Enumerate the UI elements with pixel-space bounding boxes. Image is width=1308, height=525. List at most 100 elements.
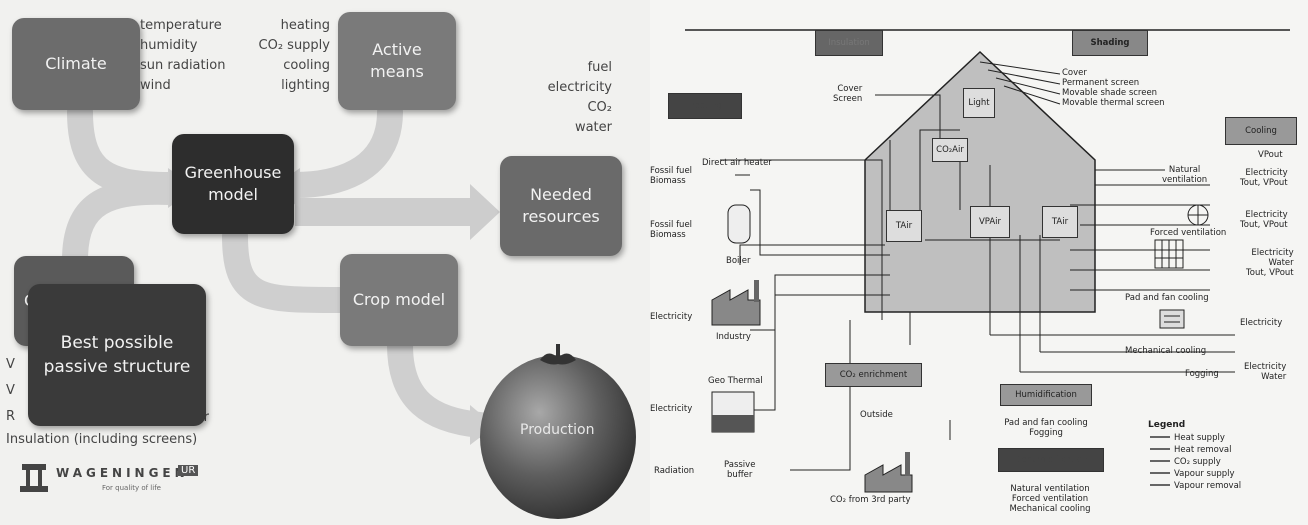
humidification-items: Pad and fan cooling Fogging <box>1000 418 1092 438</box>
needed-resources-box: Needed resources <box>500 156 622 256</box>
greenhouse-outline <box>864 50 1096 313</box>
crop-model-box: Crop model <box>340 254 458 346</box>
mechanical-cooling-label: Mechanical cooling <box>1125 346 1207 356</box>
legend-item-1: Heat supply <box>1174 433 1225 443</box>
dehumid-item-1: Natural ventilation <box>1010 484 1090 494</box>
partial-2: V <box>6 383 15 398</box>
active-factor-1: heating <box>280 18 330 33</box>
dehumid-item-2: Forced ventilation <box>1011 494 1089 504</box>
shading-header: Shading <box>1072 30 1148 56</box>
co2air-box: CO₂Air <box>932 138 968 162</box>
arrow-passive-greenhouse <box>62 178 183 273</box>
active-factor-2: CO₂ supply <box>258 38 330 53</box>
logo-text: WAGENINGEN <box>56 466 189 480</box>
arrow-crop-production <box>387 332 493 438</box>
active-factor-4: lighting <box>281 78 330 93</box>
shading-item-1: Cover <box>1062 68 1087 78</box>
cooling-header: Cooling <box>1225 117 1297 145</box>
outside-label: Outside <box>860 410 893 420</box>
electricity-water-label: Electricity Water <box>1244 362 1287 382</box>
arrow-active-greenhouse <box>282 99 403 198</box>
crop-model-label: Crop model <box>352 290 446 309</box>
legend-items: Heat supply Heat removal CO₂ supply Vapo… <box>1174 432 1241 492</box>
fossil-fuel-1: Fossil fuel Biomass <box>650 166 693 186</box>
resource-2: electricity <box>547 80 612 95</box>
shading-item-4: Movable thermal screen <box>1062 98 1165 108</box>
resources-list: fuel electricity CO₂ water <box>520 58 612 138</box>
partial-3: R <box>6 409 16 424</box>
pad-fan-label: Pad and fan cooling <box>1125 293 1209 303</box>
humid-item-1: Pad and fan cooling <box>1004 418 1088 428</box>
legend-item-2: Heat removal <box>1174 445 1232 455</box>
fogging-label: Fogging <box>1185 369 1219 379</box>
climate-factor-3: sun radiation <box>140 58 226 73</box>
right-panel-system-schematic: Insulation Shading Heating Cooling CO₂ e… <box>650 0 1308 525</box>
shading-items: Cover Permanent screen Movable shade scr… <box>1062 68 1165 108</box>
legend-item-5: Vapour removal <box>1174 481 1242 491</box>
radiation-label: Radiation <box>654 466 695 476</box>
passive-structure-box: Best possible passive structure <box>28 284 206 426</box>
concept-arrows <box>62 99 500 445</box>
insulation-text: Insulation (including screens) <box>6 432 198 447</box>
logo-subtitle: For quality of life <box>102 484 161 492</box>
heating-header: Heating <box>668 93 742 119</box>
arrow-greenhouse-crop <box>222 223 353 313</box>
co2-third-party-label: CO₂ from 3rd party <box>830 495 911 505</box>
climate-factor-2: humidity <box>140 38 198 53</box>
resource-3: CO₂ <box>587 100 612 115</box>
production-label: Production <box>520 422 595 438</box>
wageningen-logo: WAGENINGEN UR For quality of life <box>16 460 206 500</box>
electricity-label-1: Electricity <box>650 312 693 322</box>
left-panel-greenhouse-concept: Climate temperature humidity sun radiati… <box>0 0 650 525</box>
humid-item-2: Fogging <box>1029 428 1063 438</box>
shading-item-3: Movable shade screen <box>1062 88 1158 98</box>
resource-4: water <box>574 120 612 135</box>
climate-box: Climate <box>12 18 140 110</box>
climate-factor-1: temperature <box>140 18 222 33</box>
schematic-lines <box>685 29 1290 493</box>
direct-heater-label: Direct air heater <box>702 158 772 168</box>
arrow-greenhouse-needed <box>295 184 500 240</box>
electricity-label-2: Electricity <box>650 404 693 414</box>
logo-icon <box>20 464 48 492</box>
resource-1: fuel <box>587 60 612 75</box>
partial-1: V <box>6 357 15 372</box>
dehumid-item-3: Mechanical cooling <box>1009 504 1091 514</box>
partial-list: V V R <box>6 352 15 430</box>
greenhouse-model-label: Greenhouse model <box>184 163 282 204</box>
natural-ventilation-label: Natural ventilation <box>1162 165 1208 185</box>
cooling-output-4: Electricity Water Tout, VPout <box>1246 248 1294 278</box>
legend-title: Legend <box>1148 420 1186 430</box>
fossil-fuel-2: Fossil fuel Biomass <box>650 220 693 240</box>
cooling-output-1: VPout <box>1258 150 1283 160</box>
tomato-illustration <box>480 344 636 519</box>
forced-ventilation-label: Forced ventilation <box>1150 228 1227 238</box>
cooling-output-3: Electricity Tout, VPout <box>1240 210 1288 230</box>
climate-label: Climate <box>45 54 107 73</box>
greenhouse-model-box: Greenhouse model <box>172 134 294 234</box>
active-means-label: Active means <box>370 40 424 81</box>
co2-enrichment-header: CO₂ enrichment <box>825 363 922 387</box>
tair-box-right: TAir <box>1042 206 1078 238</box>
industry-label: Industry <box>716 332 751 342</box>
active-means-box: Active means <box>338 12 456 110</box>
active-factors: heating CO₂ supply cooling lighting <box>258 16 330 96</box>
dehumidification-items: Natural ventilation Forced ventilation M… <box>998 484 1102 514</box>
legend-item-4: Vapour supply <box>1174 469 1235 479</box>
dehumidification-header: Dehumidification <box>998 448 1104 472</box>
insulation-header: Insulation <box>815 30 883 56</box>
tair-box-left: TAir <box>886 210 922 242</box>
boiler-label: Boiler <box>726 256 751 266</box>
needed-resources-label: Needed resources <box>522 185 600 226</box>
geothermal-label: Geo Thermal <box>708 376 763 386</box>
passive-buffer-label: Passive buffer <box>724 460 756 480</box>
cover-screen-label: Cover Screen <box>833 84 863 104</box>
cooling-output-2: Electricity Tout, VPout <box>1240 168 1288 188</box>
legend-item-3: CO₂ supply <box>1174 457 1221 467</box>
shading-item-2: Permanent screen <box>1062 78 1140 88</box>
active-factor-3: cooling <box>283 58 330 73</box>
humidification-header: Humidification <box>1000 384 1092 406</box>
electricity-label-3: Electricity <box>1240 318 1283 328</box>
logo-badge: UR <box>178 465 199 476</box>
passive-structure-label: Best possible passive structure <box>43 333 191 377</box>
